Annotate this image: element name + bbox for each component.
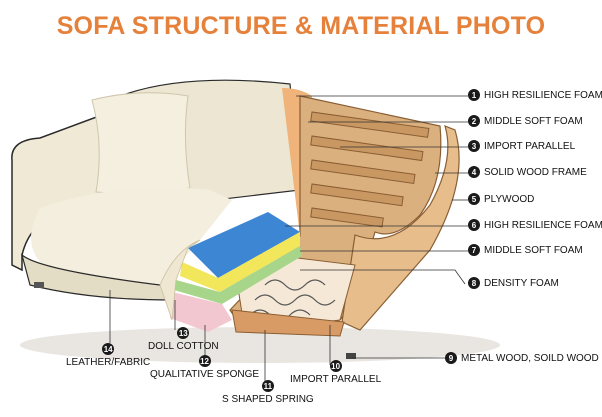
callout-number: 10 xyxy=(329,360,342,372)
callout-11: 11 S SHAPED SPRING xyxy=(222,380,314,405)
callout-number: 1 xyxy=(468,89,480,101)
callout-label: METAL WOOD, SOILD WOOD xyxy=(461,352,599,364)
callout-number: 4 xyxy=(468,166,480,178)
callout-2: 2 MIDDLE SOFT FOAM xyxy=(468,115,583,127)
callout-label: SOLID WOOD FRAME xyxy=(484,166,587,178)
callout-number: 3 xyxy=(468,140,480,152)
callout-label: DOLL COTTON xyxy=(148,341,219,352)
callout-label: HIGH RESILIENCE FOAM xyxy=(484,219,602,231)
callout-label: HIGH RESILIENCE FOAM xyxy=(484,89,602,101)
callout-label: LEATHER/FABRIC xyxy=(66,357,151,368)
callout-number: 7 xyxy=(468,244,480,256)
callout-label: PLYWOOD xyxy=(484,193,535,205)
callout-9: 9 METAL WOOD, SOILD WOOD xyxy=(445,352,599,364)
callout-number: 9 xyxy=(445,352,457,364)
callout-number: 12 xyxy=(198,355,211,367)
callout-8: 8 DENSITY FOAM xyxy=(468,277,559,289)
callout-label: DENSITY FOAM xyxy=(484,277,559,289)
callout-number: 11 xyxy=(261,380,274,392)
callout-label: S SHAPED SPRING xyxy=(222,394,314,405)
callout-5: 5 PLYWOOD xyxy=(468,193,534,205)
page-title: SOFA STRUCTURE & MATERIAL PHOTO xyxy=(56,12,546,40)
callout-label: IMPORT PARALLEL xyxy=(290,374,382,385)
callout-label: QUALITATIVE SPONGE xyxy=(150,369,260,380)
callout-number: 2 xyxy=(468,115,480,127)
callout-3: 3 IMPORT PARALLEL xyxy=(468,140,575,152)
callout-number: 14 xyxy=(102,343,115,355)
callout-number: 5 xyxy=(468,193,480,205)
callout-label: IMPORT PARALLEL xyxy=(484,140,576,152)
callout-label: MIDDLE SOFT FOAM xyxy=(484,115,583,127)
callout-number: 6 xyxy=(468,219,480,231)
callout-6: 6 HIGH RESILIENCE FOAM xyxy=(468,219,602,231)
callout-1: 1 HIGH RESILIENCE FOAM xyxy=(468,89,602,101)
callout-number: 8 xyxy=(468,277,480,289)
callout-number: 13 xyxy=(177,327,190,339)
callout-7: 7 MIDDLE SOFT FOAM xyxy=(468,244,583,256)
callout-4: 4 SOLID WOOD FRAME xyxy=(468,166,587,178)
callout-label: MIDDLE SOFT FOAM xyxy=(484,244,583,256)
